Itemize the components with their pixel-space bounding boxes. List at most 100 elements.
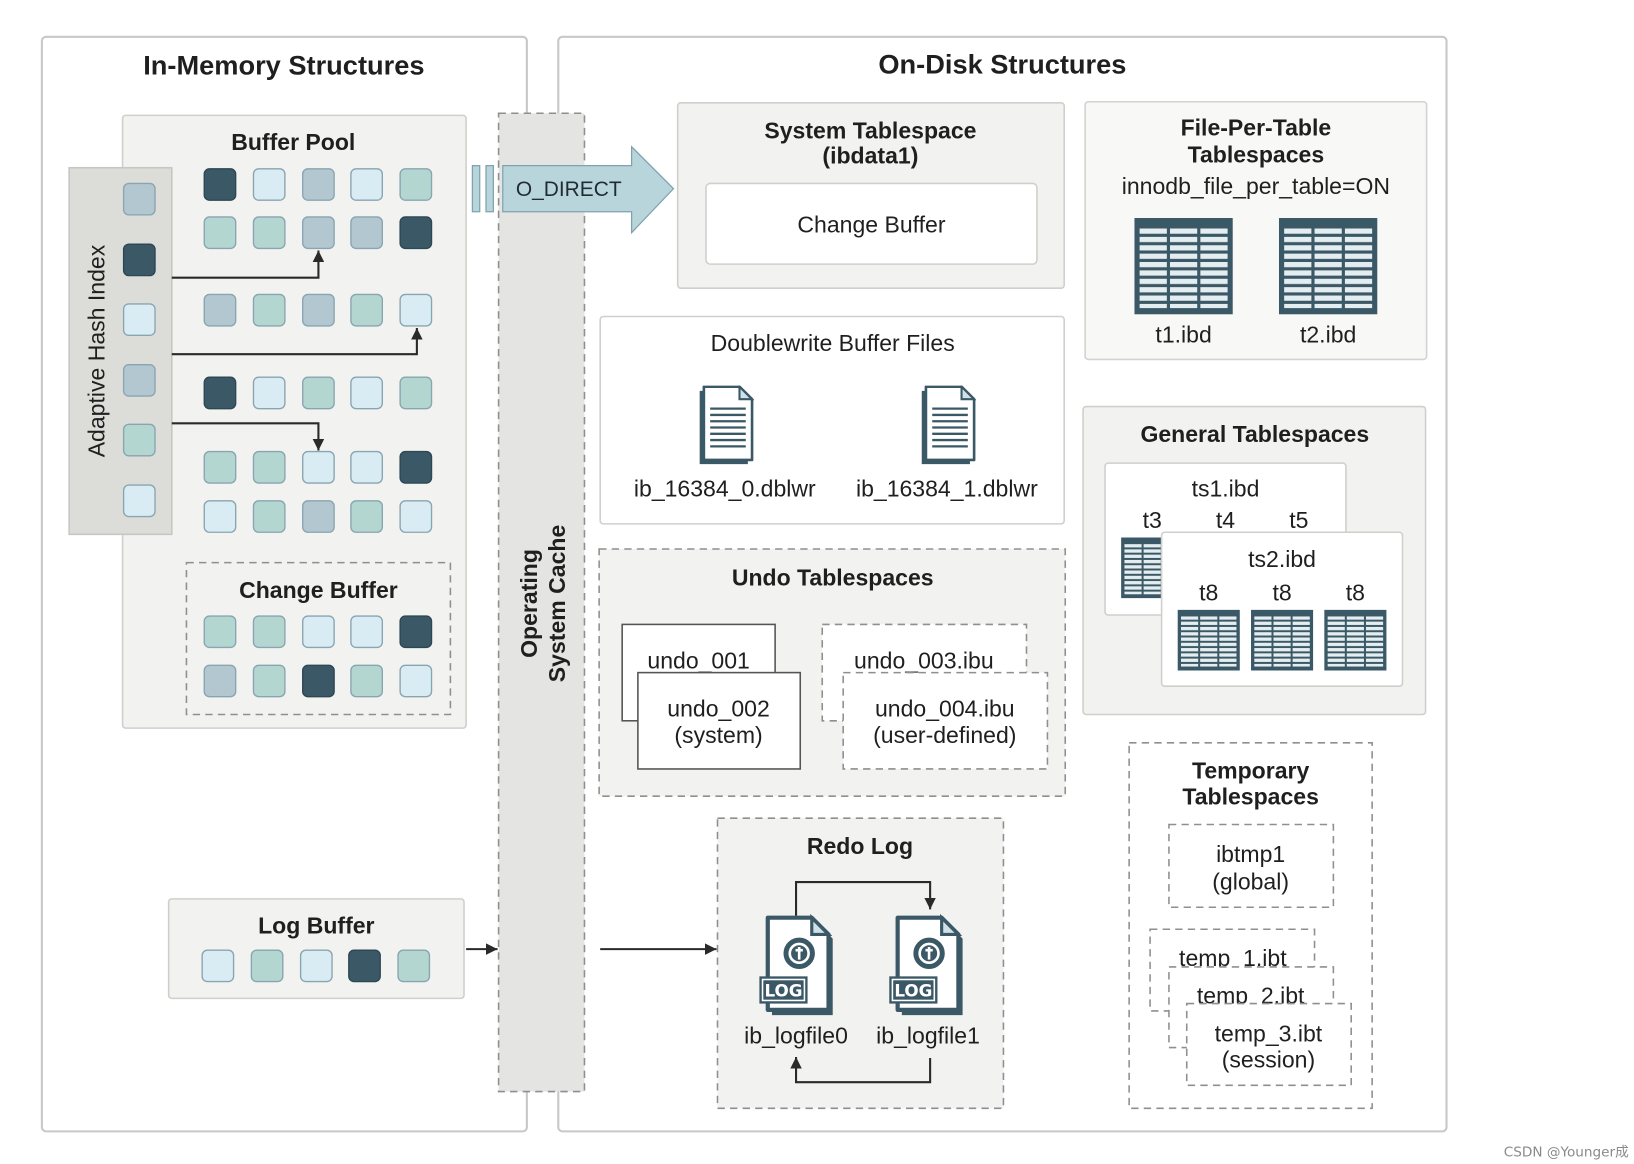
- buffer-pool-page: [399, 376, 433, 410]
- ts2-table-label: t8: [1346, 579, 1365, 605]
- buffer-pool-page: [203, 216, 237, 250]
- table-icon: [1177, 609, 1240, 671]
- undo-file-name: undo_003.ibu: [854, 647, 994, 673]
- undo-tablespaces-title: Undo Tablespaces: [732, 565, 934, 591]
- redo-log-title: Redo Log: [807, 833, 913, 859]
- log-buffer-page: [201, 949, 235, 983]
- log-buffer-page: [348, 949, 381, 983]
- hash-index-entry: [122, 363, 156, 397]
- ts1-table-label: t3: [1143, 507, 1162, 533]
- global-temp-box: [1168, 823, 1335, 909]
- buffer-pool-page: [252, 450, 286, 484]
- hash-index-entry: [122, 303, 156, 337]
- o-direct-arrow-body: [502, 145, 675, 235]
- os-cache: Operating System Cache: [497, 112, 586, 1093]
- buffer-pool: Buffer Pool: [121, 114, 467, 729]
- hash-index-entry: [122, 182, 156, 216]
- buffer-pool-page: [399, 450, 433, 484]
- buffer-pool-page: [302, 216, 335, 250]
- buffer-pool-page: [203, 293, 237, 327]
- change-buffer-page: [399, 615, 433, 649]
- session-temp-box: [1185, 1002, 1352, 1087]
- buffer-pool-page: [302, 168, 335, 201]
- log-file-banner-label: LOG: [894, 980, 932, 1000]
- system-tablespace-title: System Tablespace: [764, 117, 976, 143]
- log-buffer-page: [299, 949, 333, 983]
- log-file-badge-ring: [788, 942, 810, 965]
- doublewrite-box: [599, 315, 1065, 525]
- adaptive-hash-index-box: [68, 166, 173, 536]
- change-buffer-page: [203, 664, 237, 698]
- buffer-pool-page: [399, 168, 433, 201]
- log-buffer-box: [167, 898, 465, 1000]
- undo-file-box: [842, 671, 1049, 770]
- log-buffer: Log Buffer: [167, 898, 465, 1000]
- hash-pointer-arrow: [171, 250, 325, 279]
- log-file-badge-mark: [925, 947, 933, 960]
- log-file-fold: [940, 913, 963, 937]
- os-cache-title-line-1: Operating: [516, 549, 542, 658]
- session-temp-note: (session): [1222, 1046, 1315, 1072]
- change-buffer-page: [350, 615, 383, 649]
- o-direct-bar: [485, 165, 494, 213]
- ts1-file: ts1.ibd: [1192, 476, 1260, 502]
- log-file-banner-frame: [891, 978, 936, 1002]
- in-memory-title: In-Memory Structures: [143, 50, 424, 81]
- doublewrite-buffer-files: Doublewrite Buffer Files ib_16384_0.dblw…: [599, 315, 1065, 525]
- temporary-tablespaces-title-line-1: Temporary: [1192, 757, 1310, 783]
- undo-file-name: undo_002: [667, 696, 769, 722]
- log-buffer-page: [397, 949, 431, 983]
- buffer-pool-page: [252, 376, 286, 410]
- doublewrite-file: ib_16384_0.dblwr: [634, 476, 816, 502]
- change-buffer-page: [302, 664, 335, 698]
- general-tablespaces-title: General Tablespaces: [1140, 421, 1369, 447]
- log-file-fold: [810, 913, 833, 937]
- o-direct-arrow: O_DIRECT: [471, 145, 675, 235]
- change-buffer-page: [350, 664, 383, 698]
- hash-index-entry: [122, 484, 156, 518]
- log-file-icon: LOG: [759, 913, 833, 1016]
- change-buffer-memory-box: [185, 561, 452, 716]
- buffer-pool-page: [350, 450, 383, 484]
- change-buffer-memory-title: Change Buffer: [239, 577, 398, 603]
- temporary-tablespaces-title-line-2: Tablespaces: [1182, 784, 1319, 810]
- adaptive-hash-index-entries: [122, 182, 156, 518]
- adaptive-hash-index-label: Adaptive Hash Index: [83, 244, 109, 457]
- change-buffer-page: [252, 615, 286, 649]
- file-per-table-setting: innodb_file_per_table=ON: [1122, 173, 1390, 199]
- log-buffer-title: Log Buffer: [258, 912, 374, 938]
- buffer-pool-page: [350, 293, 383, 327]
- general-tablespaces: General Tablespaces ts1.ibd t3 t4 t5 ts2…: [1082, 405, 1427, 716]
- buffer-pool-page: [302, 293, 335, 327]
- watermark: CSDN @Younger成: [1504, 1145, 1629, 1161]
- doublewrite-file: ib_16384_1.dblwr: [856, 476, 1038, 502]
- redo-log: Redo Log LOG LOG ib_logfile0 ib_logfile1: [716, 817, 1005, 1110]
- buffer-pool-pages: [203, 168, 433, 533]
- adaptive-hash-index: Adaptive Hash Index: [68, 166, 173, 536]
- table-icon: [1278, 218, 1378, 315]
- o-direct-bar: [471, 165, 481, 213]
- temporary-tablespaces: Temporary Tablespaces ibtmp1 (global) te…: [1128, 741, 1373, 1110]
- document-icon: [920, 385, 976, 466]
- undo-file-note: (user-defined): [873, 722, 1016, 748]
- log-file-banner-label: LOG: [764, 980, 802, 1000]
- buffer-pool-page: [399, 216, 433, 250]
- buffer-pool-page: [203, 376, 237, 410]
- redo-log-file: ib_logfile0: [744, 1022, 848, 1048]
- buffer-pool-page: [203, 450, 237, 484]
- buffer-pool-page: [203, 168, 237, 201]
- on-disk-title: On-Disk Structures: [878, 48, 1126, 79]
- buffer-pool-page: [399, 293, 433, 327]
- log-file-banner: [759, 976, 808, 1004]
- file-per-table-title-line-2: Tablespaces: [1188, 142, 1325, 168]
- hash-pointer-arrow: [171, 422, 325, 451]
- buffer-pool-page: [203, 500, 237, 533]
- buffer-pool-page: [252, 500, 286, 533]
- file-per-table-tablespaces: File-Per-Table Tablespaces innodb_file_p…: [1084, 100, 1428, 361]
- buffer-pool-page: [350, 376, 383, 410]
- change-buffer-disk-label: Change Buffer: [797, 212, 945, 238]
- redo-log-cycle-arrow: [795, 881, 936, 916]
- ts2-table-label: t8: [1272, 579, 1291, 605]
- log-buffer-pages: [201, 949, 431, 983]
